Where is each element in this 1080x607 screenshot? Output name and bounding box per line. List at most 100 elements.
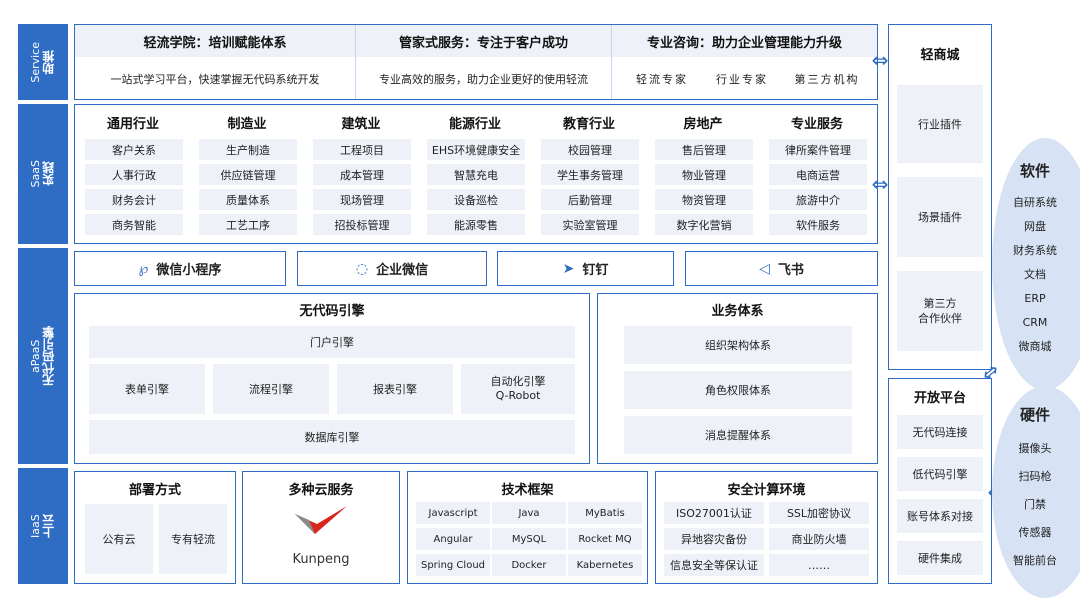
security-item: 异地容灾备份 — [664, 528, 764, 550]
service-title-academy: 轻流学院：培训赋能体系 — [143, 35, 287, 51]
software-item: 文档 — [1024, 268, 1046, 281]
tech-item: Angular — [416, 528, 490, 550]
software-item: ERP — [1024, 292, 1046, 305]
software-title: 软件 — [1019, 162, 1050, 180]
saas-item: 售后管理 — [655, 139, 753, 160]
tech-item: Javascript — [416, 502, 490, 524]
service-desc-butler: 专业高效的服务，助力企业更好的使用轻流 — [379, 73, 588, 86]
dingtalk-icon: ➤ — [562, 260, 575, 277]
tech-item: Docker — [492, 554, 566, 576]
deploy-public: 公有云 — [85, 504, 153, 574]
engine-automation-label: 自动化引擎 — [490, 374, 546, 388]
open-nocode-connect: 无代码连接 — [897, 415, 983, 449]
business-title: 业务体系 — [711, 303, 764, 319]
software-item: 微商城 — [1018, 340, 1052, 353]
integration-dingtalk[interactable]: ➤ 钉钉 — [497, 251, 674, 286]
layer-en-label: IaaS — [28, 514, 42, 538]
mall-panel: 轻商城 行业插件 场景插件 第三方 合作伙伴 — [888, 24, 992, 370]
saas-industry-title: 制造业 — [227, 116, 267, 132]
saas-item: 供应链管理 — [199, 164, 297, 185]
feishu-icon: ◁ — [759, 260, 770, 277]
hardware-item: 摄像头 — [1018, 442, 1052, 455]
integration-label: 企业微信 — [376, 263, 429, 278]
tech-item: MySQL — [492, 528, 566, 550]
integration-label: 飞书 — [777, 263, 804, 278]
saas-item: 生产制造 — [199, 139, 297, 160]
hardware-title: 硬件 — [1019, 406, 1050, 424]
saas-item: 商务智能 — [85, 214, 183, 235]
open-platform-panel: 开放平台 无代码连接 低代码引擎 账号体系对接 硬件集成 — [888, 378, 992, 584]
saas-item: 能源零售 — [427, 214, 525, 235]
integration-feishu[interactable]: ◁ 飞书 — [685, 251, 878, 286]
cloud-panel: 多种云服务 Kunpeng — [242, 471, 400, 584]
tech-item: Spring Cloud — [416, 554, 490, 576]
business-panel: 业务体系 组织架构体系 角色权限体系 消息提醒体系 — [597, 293, 878, 464]
saas-item: 物业管理 — [655, 164, 753, 185]
kunpeng-logo-text: Kunpeng — [292, 551, 350, 567]
service-desc-thirdparty: 第三方机构 — [794, 73, 860, 86]
integration-wechat-mini[interactable]: ℘ 微信小程序 — [74, 251, 286, 286]
layer-zh-label: 助推 — [41, 50, 56, 74]
engine-title: 无代码引擎 — [299, 303, 365, 319]
double-arrow-icon: ⇔ — [871, 48, 889, 72]
service-desc-industry: 行业专家 — [716, 73, 768, 86]
saas-item: 人事行政 — [85, 164, 183, 185]
saas-item: 工艺工序 — [199, 214, 297, 235]
engine-report: 报表引擎 — [337, 364, 453, 414]
service-desc-academy: 一站式学习平台，快速掌握无代码系统开发 — [110, 73, 320, 86]
tech-title: 技术框架 — [501, 482, 554, 498]
hardware-items: 摄像头扫码枪门禁传感器智能前台 — [995, 435, 1075, 575]
layer-zh-label: 无代码引擎 — [41, 326, 56, 386]
double-arrow-icon: ⇔ — [871, 172, 889, 196]
saas-item: EHS环境健康安全 — [427, 139, 525, 160]
engine-database: 数据库引擎 — [89, 420, 575, 454]
saas-item: 设备巡检 — [427, 189, 525, 210]
engine-portal: 门户引擎 — [89, 326, 575, 358]
tech-item: Rocket MQ — [568, 528, 642, 550]
hardware-list: 硬件 摄像头扫码枪门禁传感器智能前台 — [995, 404, 1075, 575]
saas-item: 客户关系 — [85, 139, 183, 160]
saas-item: 学生事务管理 — [541, 164, 639, 185]
integration-wecom[interactable]: ◌ 企业微信 — [297, 251, 487, 286]
saas-item: 智慧充电 — [427, 164, 525, 185]
open-hardware-integration: 硬件集成 — [897, 541, 983, 575]
hardware-oval — [992, 386, 1080, 598]
saas-item: 工程项目 — [313, 139, 411, 160]
open-account-docking: 账号体系对接 — [897, 499, 983, 533]
hardware-item: 智能前台 — [1013, 554, 1057, 567]
saas-item: 成本管理 — [313, 164, 411, 185]
deploy-panel: 部署方式 公有云 专有轻流 — [74, 471, 236, 584]
saas-item: 后勤管理 — [541, 189, 639, 210]
mall-partner: 第三方 合作伙伴 — [897, 271, 983, 351]
saas-item: 数字化营销 — [655, 214, 753, 235]
saas-industry-title: 通用行业 — [106, 116, 159, 132]
saas-industry-title: 教育行业 — [562, 116, 615, 132]
wecom-icon: ◌ — [355, 260, 369, 277]
saas-panel: 通用行业客户关系人事行政财务会计商务智能制造业生产制造供应链管理质量体系工艺工序… — [74, 104, 878, 244]
open-platform-title: 开放平台 — [913, 390, 966, 406]
layer-en-label: SaaS — [28, 160, 42, 188]
engine-automation-sub: Q-Robot — [495, 389, 541, 402]
business-message: 消息提醒体系 — [624, 416, 852, 454]
saas-item: 招投标管理 — [313, 214, 411, 235]
business-role: 角色权限体系 — [624, 371, 852, 409]
engine-panel: 无代码引擎 门户引擎 表单引擎 流程引擎 报表引擎 自动化引擎 Q-Robot … — [74, 293, 590, 464]
hardware-item: 扫码枪 — [1018, 470, 1052, 483]
integration-label: 微信小程序 — [156, 263, 222, 278]
security-item: 商业防火墙 — [769, 528, 869, 550]
saas-item: 现场管理 — [313, 189, 411, 210]
software-item: 财务系统 — [1013, 244, 1057, 257]
saas-item: 律所案件管理 — [769, 139, 867, 160]
saas-industry-title: 建筑业 — [341, 116, 381, 132]
layer-en-label: aPaaS — [28, 339, 42, 373]
integration-label: 钉钉 — [582, 263, 609, 278]
cloud-title: 多种云服务 — [288, 482, 354, 498]
security-item: SSL加密协议 — [769, 502, 869, 524]
